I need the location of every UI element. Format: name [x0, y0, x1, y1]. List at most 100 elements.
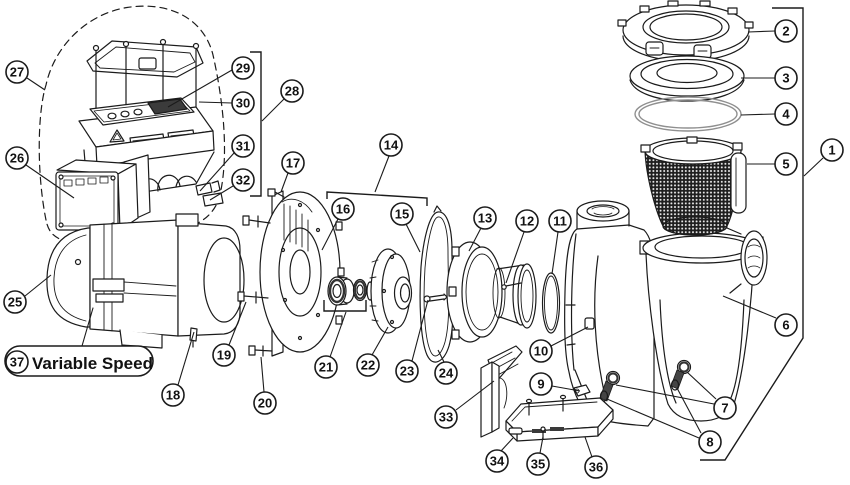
callout-12-leader	[505, 231, 525, 284]
callout-19-number: 19	[217, 348, 231, 363]
callout-25-leader	[24, 274, 52, 297]
callout-31-number: 31	[236, 139, 250, 154]
callout-24-number: 24	[439, 366, 454, 381]
callout-26-circle	[5, 146, 29, 170]
callout-21-number: 21	[319, 360, 333, 375]
drive-cover	[86, 40, 204, 78]
base-clip	[508, 427, 523, 435]
callout-12-number: 12	[520, 214, 534, 229]
callout-7-leader	[615, 384, 715, 405]
drive-enclosure-dashed-outline	[38, 5, 226, 245]
pump-stand	[480, 345, 523, 438]
diffuser-oring	[541, 272, 561, 334]
callout-25-circle	[3, 290, 27, 314]
callout-26-leader	[25, 164, 75, 199]
callout-32-circle	[231, 168, 255, 192]
junction-box	[55, 154, 151, 231]
callout-16-circle	[331, 197, 355, 221]
callout-6-number: 6	[782, 318, 789, 333]
lock-ring	[617, 0, 754, 67]
callout-30-number: 30	[236, 96, 250, 111]
callout-27-circle	[5, 60, 29, 84]
callout-29-leader	[167, 69, 233, 108]
bracket-for-1	[700, 7, 804, 461]
callout-3-number: 3	[782, 71, 789, 86]
bracket-for-28	[250, 51, 262, 197]
callout-11-number: 11	[553, 214, 567, 229]
callout-14-number: 14	[384, 138, 399, 153]
basket-handle	[730, 152, 747, 214]
cone-screw	[501, 284, 507, 290]
callout-20-number: 20	[258, 396, 272, 411]
callout-23-number: 23	[400, 364, 414, 379]
lid-oring	[634, 96, 742, 132]
callout-34-circle	[485, 449, 509, 473]
callout-37-number: 37	[10, 355, 24, 370]
callout-2-number: 2	[782, 24, 789, 39]
callout-2-leader	[747, 30, 776, 33]
callout-2-circle	[774, 19, 798, 43]
callout-19-leader	[228, 301, 247, 346]
impeller	[366, 248, 413, 334]
conduit-fittings	[195, 180, 224, 207]
callout-1-number: 1	[828, 143, 835, 158]
cover-screws	[92, 38, 200, 121]
callout-28-circle	[280, 79, 304, 103]
callout-12-circle	[515, 209, 539, 233]
shaft-seal	[327, 276, 368, 306]
callout-3-circle	[774, 66, 798, 90]
callout-15-leader	[405, 223, 421, 253]
callout-30-leader	[198, 101, 233, 104]
callout-15-circle	[390, 202, 414, 226]
callout-33-circle	[434, 405, 458, 429]
callout-35-circle	[526, 452, 550, 476]
callout-4-leader	[740, 113, 776, 116]
callout-33-number: 33	[439, 410, 453, 425]
bracket-for-21	[323, 300, 367, 312]
callout-26-number: 26	[10, 151, 24, 166]
callout-21-circle	[314, 355, 338, 379]
motor	[46, 213, 245, 349]
callout-20-circle	[253, 391, 277, 415]
callout-11-leader	[551, 231, 559, 275]
callout-4-circle	[774, 102, 798, 126]
callout-16-leader	[321, 218, 339, 251]
callout-24-leader	[437, 349, 445, 363]
callout-7-leader	[686, 371, 717, 400]
callout-8-leader	[676, 387, 702, 434]
callout-25-number: 25	[8, 295, 22, 310]
callout-9-leader	[551, 385, 581, 392]
callout-18-leader	[177, 331, 195, 386]
variable-speed-text: Variable Speed	[32, 354, 153, 373]
callout-6-circle	[774, 313, 798, 337]
variable-speed-label	[4, 307, 154, 377]
callout-30-circle	[231, 91, 255, 115]
callout-13-number: 13	[478, 211, 492, 226]
bracket-for-14	[326, 191, 428, 206]
callout-23-circle	[395, 359, 419, 383]
callout-18-circle	[161, 383, 185, 407]
callout-29-circle	[231, 56, 255, 80]
callout-6-leader	[722, 295, 777, 319]
pump-lid	[629, 55, 745, 102]
callout-33-leader	[455, 380, 495, 411]
seal-plate	[237, 188, 345, 357]
callout-36-leader	[584, 436, 593, 458]
callout-10-number: 10	[534, 344, 548, 359]
gasket-pin	[423, 295, 431, 303]
callout-14-leader	[374, 155, 390, 193]
motor-body	[89, 219, 179, 337]
callout-22-circle	[356, 353, 380, 377]
callout-8-circle	[698, 430, 722, 454]
callout-28-leader	[261, 98, 285, 122]
callout-17-leader	[280, 172, 289, 193]
callout-27-number: 27	[10, 65, 24, 80]
callout-13-circle	[473, 206, 497, 230]
callout-31-leader	[199, 152, 235, 192]
diffuser-cone	[492, 263, 537, 329]
diffuser	[446, 241, 503, 343]
callout-32-number: 32	[236, 173, 250, 188]
callout-18-number: 18	[166, 388, 180, 403]
